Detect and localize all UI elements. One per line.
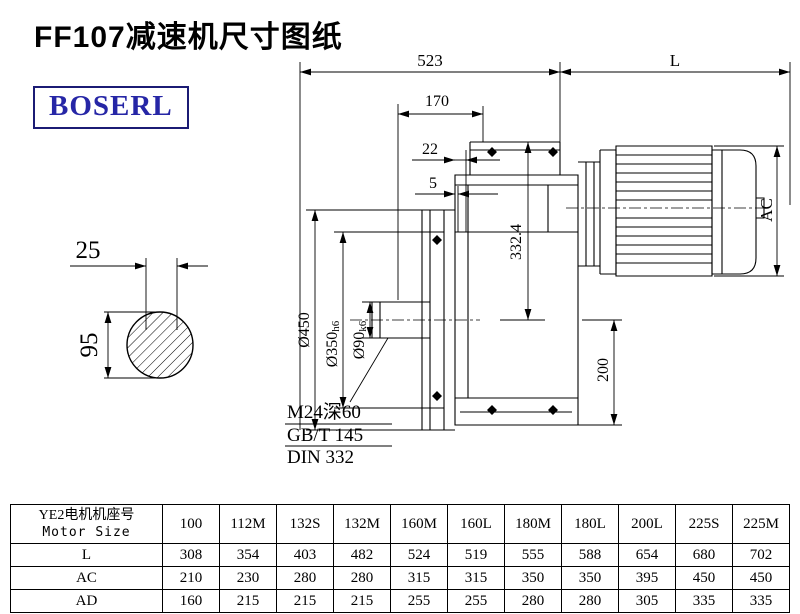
dim-label-key-width: 25 (76, 237, 101, 264)
dim-label-dia350: Ø350h6 (324, 320, 342, 367)
col-header: 100 (162, 504, 220, 544)
header-en: Motor Size (42, 525, 131, 540)
dim-label-dia450: Ø450 (296, 312, 313, 348)
fan-cover (711, 149, 757, 275)
col-header: 112M (219, 504, 277, 544)
dimension-lines (285, 62, 791, 447)
cell: 255 (447, 589, 505, 613)
col-header: 160M (390, 504, 448, 544)
table-row-AC: AC 210 230 280 280 315 315 350 350 395 4… (10, 566, 790, 590)
dim-label-523: 523 (417, 51, 443, 70)
cell: 210 (162, 566, 220, 590)
cell: 335 (675, 589, 733, 613)
cell: 555 (504, 543, 562, 567)
shaft-section-view: 25 95 (70, 237, 208, 379)
dim-label-332-4: 332.4 (508, 224, 525, 260)
col-header: 132S (276, 504, 334, 544)
row-label: AD (10, 589, 163, 613)
header-cn: YE2电机机座号 (38, 508, 135, 523)
row-label: L (10, 543, 163, 567)
cell: 702 (732, 543, 790, 567)
shaft-circle (126, 311, 194, 379)
dim-label-dia90: Ø90k6 (351, 320, 369, 359)
col-header: 180M (504, 504, 562, 544)
table-header-motor-size: YE2电机机座号 Motor Size (10, 504, 163, 544)
page-title: FF107减速机尺寸图纸 (34, 21, 343, 54)
section-marks (432, 147, 558, 415)
cell: 308 (162, 543, 220, 567)
cell: 350 (561, 566, 619, 590)
cell: 315 (390, 566, 448, 590)
cell: 215 (333, 589, 391, 613)
cell: 280 (504, 589, 562, 613)
cell: 680 (675, 543, 733, 567)
cell: 315 (447, 566, 505, 590)
cell: 354 (219, 543, 277, 567)
dim-label-L: L (670, 51, 680, 70)
cell: 335 (732, 589, 790, 613)
cell: 350 (504, 566, 562, 590)
motor (566, 145, 770, 277)
cell: 450 (675, 566, 733, 590)
cell: 215 (276, 589, 334, 613)
dim-label-170: 170 (425, 93, 449, 110)
cell: 305 (618, 589, 676, 613)
cell: 280 (276, 566, 334, 590)
note-thread: M24深60 (287, 401, 361, 423)
dim-label-shaft-dia: 95 (76, 333, 103, 358)
motor-size-table: YE2电机机座号 Motor Size 100 112M 132S 132M 1… (10, 504, 790, 613)
note-din: DIN 332 (287, 447, 354, 468)
cell: 654 (618, 543, 676, 567)
table-header-row: YE2电机机座号 Motor Size 100 112M 132S 132M 1… (10, 504, 790, 544)
motor-fins (616, 154, 712, 264)
technical-drawing: 25 95 (70, 51, 791, 468)
dim-label-5: 5 (429, 175, 437, 192)
cell: 160 (162, 589, 220, 613)
cell: 215 (219, 589, 277, 613)
brand-logo-text: BOSERL (49, 90, 173, 122)
note-gbt: GB/T 145 (287, 425, 363, 446)
brand-logo: BOSERL (33, 86, 189, 129)
col-header: 225M (732, 504, 790, 544)
cell: 255 (390, 589, 448, 613)
table-row-AD: AD 160 215 215 215 255 255 280 280 305 3… (10, 589, 790, 613)
col-header: 225S (675, 504, 733, 544)
cell: 450 (732, 566, 790, 590)
cell: 524 (390, 543, 448, 567)
col-header: 160L (447, 504, 505, 544)
cell: 395 (618, 566, 676, 590)
row-label: AC (10, 566, 163, 590)
cell: 280 (333, 566, 391, 590)
gearbox-housing (421, 141, 579, 431)
dim-label-AC: AC (757, 198, 776, 222)
dim-label-200: 200 (595, 358, 612, 382)
cell: 519 (447, 543, 505, 567)
cell: 280 (561, 589, 619, 613)
table-row-L: L 308 354 403 482 524 519 555 588 654 68… (10, 543, 790, 567)
dim-label-22: 22 (422, 141, 438, 158)
cell: 588 (561, 543, 619, 567)
col-header: 200L (618, 504, 676, 544)
col-header: 180L (561, 504, 619, 544)
cell: 482 (333, 543, 391, 567)
output-shaft (350, 301, 480, 339)
col-header: 132M (333, 504, 391, 544)
cell: 230 (219, 566, 277, 590)
thread-notes: M24深60 GB/T 145 DIN 332 (287, 401, 363, 468)
cell: 403 (276, 543, 334, 567)
shaft-dim-lines (70, 258, 208, 379)
